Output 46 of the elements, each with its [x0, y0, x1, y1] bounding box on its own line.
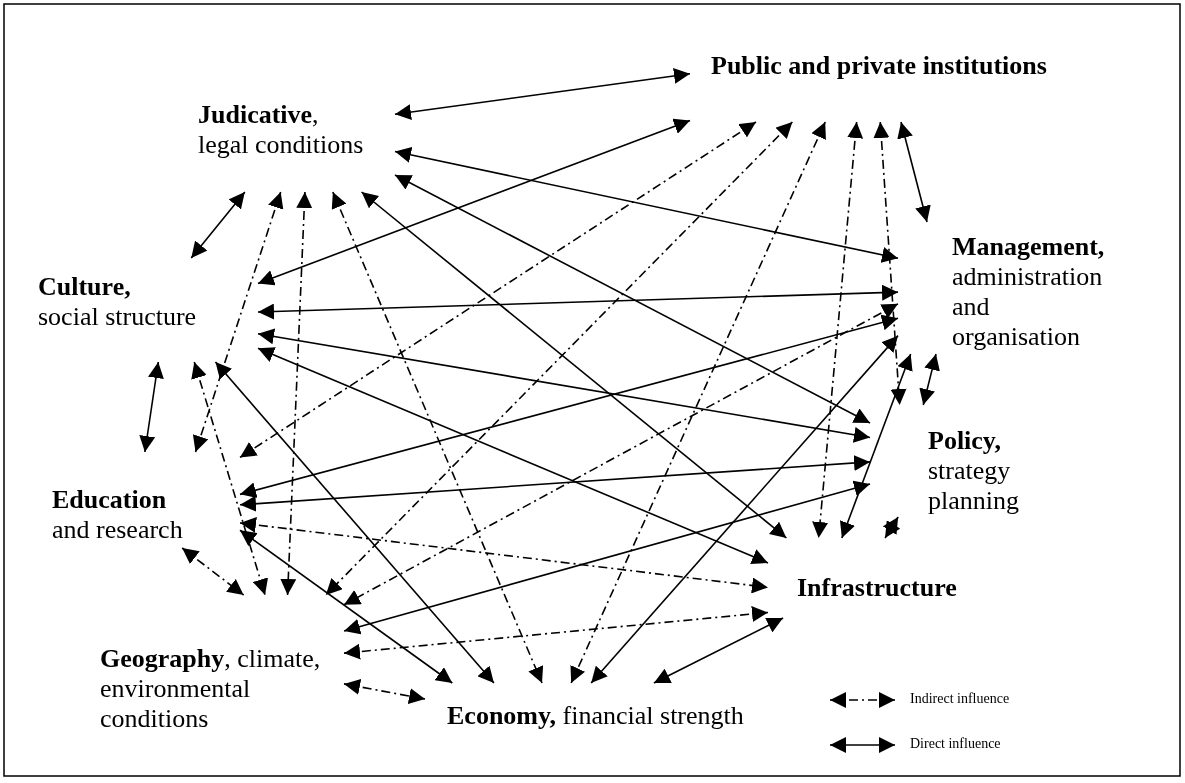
direct-influence-arrow — [394, 147, 899, 263]
indirect-influence-arrow — [280, 191, 313, 596]
indirect-influence-arrow — [570, 121, 827, 684]
direct-influence-arrow — [343, 480, 871, 635]
indirect-influence-arrow — [325, 121, 794, 596]
indirect-influence-arrow — [239, 121, 757, 459]
direct-influence-arrow — [257, 347, 769, 565]
indirect-influence-arrow — [343, 303, 899, 606]
indirect-influence-arrow — [331, 191, 544, 684]
factor-label: Judicative, legal conditions — [185, 95, 395, 192]
direct-influence-arrow — [257, 118, 691, 286]
factor-label: Management, administration and organisation — [898, 222, 1122, 354]
direct-influence-arrow — [214, 361, 495, 684]
indirect-influence-arrow — [812, 121, 864, 539]
direct-influence-arrow — [394, 67, 691, 121]
factor-label: Geography, climate, environmental conditions — [92, 595, 344, 740]
direct-influence-arrow — [239, 529, 454, 684]
factor-label: Infrastructure — [768, 538, 993, 618]
factor-label: Public and private institutions — [690, 45, 1070, 122]
indirect-influence-arrow — [191, 361, 269, 596]
legend-label: Direct influence — [910, 736, 1001, 752]
indirect-influence-arrow — [873, 121, 907, 406]
direct-influence-arrow — [257, 328, 871, 443]
direct-influence-arrow — [897, 121, 931, 223]
direct-influence-arrow — [919, 353, 940, 406]
indirect-influence-arrow — [343, 678, 426, 704]
factor-label: Culture, social structure — [32, 258, 258, 362]
direct-influence-arrow — [882, 516, 901, 539]
direct-influence-arrow — [139, 361, 164, 453]
direct-influence-arrow — [360, 191, 788, 539]
direct-influence-arrow — [653, 617, 784, 684]
direct-influence-arrow — [239, 314, 899, 498]
direct-influence-arrow — [257, 284, 899, 320]
direct-influence-arrow — [840, 353, 913, 539]
indirect-influence-arrow — [239, 516, 769, 594]
direct-influence-arrow — [239, 455, 871, 512]
indirect-influence-arrow — [343, 606, 769, 660]
legend-label: Indirect influence — [910, 691, 1010, 707]
factor-label: Education and research — [45, 452, 240, 548]
direct-influence-arrow — [590, 334, 899, 684]
indirect-influence-arrow — [192, 191, 284, 453]
direct-influence-arrow — [394, 174, 871, 424]
indirect-influence-arrow — [181, 547, 245, 596]
factor-label: Policy, strategy planning — [870, 405, 1040, 517]
direct-influence-arrow — [190, 191, 246, 259]
factor-label: Economy, financial strength — [425, 683, 755, 741]
